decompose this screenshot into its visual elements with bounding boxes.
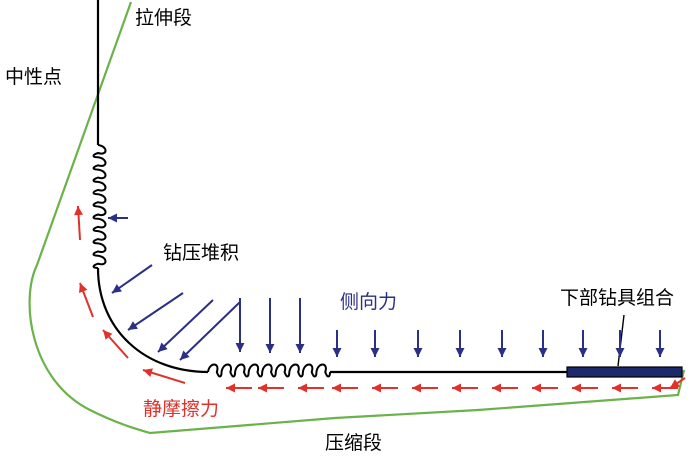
lateral-force-arrow — [265, 298, 275, 353]
friction-arrow — [258, 383, 284, 393]
friction-arrow — [372, 383, 398, 393]
friction-arrow — [652, 383, 678, 393]
compression-section-label: 压缩段 — [325, 432, 383, 454]
horizontal-coil-path — [207, 363, 331, 378]
friction-arrow — [572, 383, 598, 393]
static-friction-label: 静摩擦力 — [143, 398, 220, 420]
lateral-force-arrow — [578, 330, 588, 357]
friction-arrow — [612, 383, 638, 393]
lateral-force-arrow — [655, 330, 665, 357]
friction-arrow — [452, 383, 478, 393]
lateral-force-arrow — [108, 213, 128, 223]
vertical-coil-path — [92, 144, 107, 269]
friction-arrow — [332, 383, 358, 393]
lateral-force-label: 侧向力 — [340, 291, 398, 313]
friction-arrow — [492, 383, 518, 393]
friction-arrow — [74, 205, 84, 241]
drill-pipe-bend — [96, 267, 209, 374]
lateral-force-arrow — [235, 298, 245, 352]
friction-arrow — [532, 383, 558, 393]
friction-arrow — [669, 377, 686, 389]
buckled-pipe-vertical — [92, 144, 107, 269]
wellbore-outline — [28, 1, 686, 435]
lateral-force-arrow — [455, 330, 465, 357]
lateral-force-arrow — [413, 330, 423, 357]
lateral-force-arrow — [179, 301, 241, 361]
bha-label: 下部钻具组合 — [560, 287, 675, 309]
lateral-force-arrow — [295, 298, 305, 353]
friction-arrows — [74, 205, 686, 393]
friction-arrow — [142, 368, 186, 384]
friction-arrow — [298, 383, 324, 393]
friction-arrow — [102, 329, 129, 359]
lateral-force-arrows — [108, 213, 665, 361]
tension-section-label: 拉伸段 — [135, 7, 193, 29]
lateral-force-arrow — [497, 330, 507, 357]
lateral-force-arrow — [370, 330, 380, 357]
lateral-force-arrow — [332, 330, 342, 357]
bha-body — [566, 366, 683, 378]
lateral-force-arrow — [538, 330, 548, 357]
lateral-force-arrow — [615, 330, 625, 357]
lateral-force-arrow — [127, 292, 184, 331]
buckling-pileup-label: 钻压堆积 — [163, 242, 240, 264]
friction-arrow — [226, 383, 252, 393]
lateral-force-arrow — [157, 299, 214, 353]
friction-arrow — [412, 383, 438, 393]
friction-arrow — [79, 282, 94, 318]
neutral-point-label: 中性点 — [5, 66, 63, 88]
lateral-force-arrow — [111, 264, 153, 294]
buckled-pipe-horizontal — [207, 363, 331, 378]
